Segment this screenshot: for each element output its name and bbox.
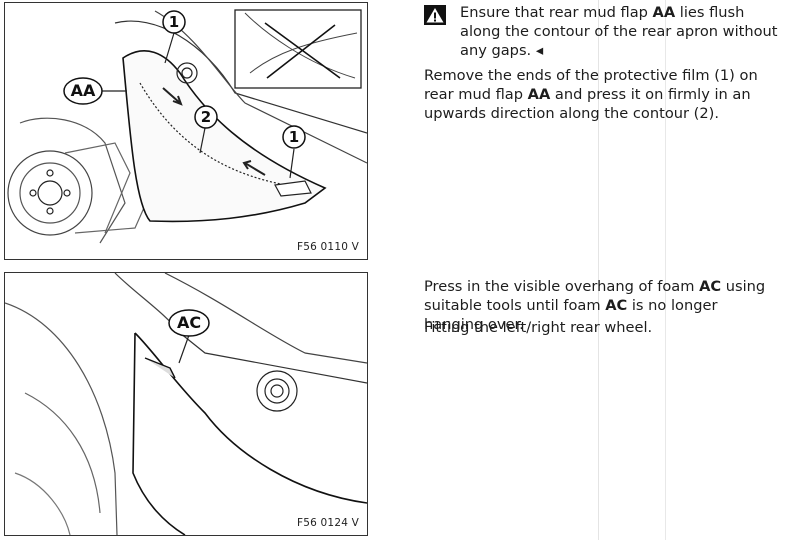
- instruction-fit-wheel: Fitting the left/right rear wheel.: [424, 319, 653, 336]
- callout-1: 1: [168, 13, 180, 31]
- warning-text: Ensure that rear mud flap AA lies flush …: [460, 4, 778, 59]
- callout-ac: AC: [176, 313, 202, 332]
- scan-line: [598, 0, 599, 540]
- warning-triangle-icon: [424, 5, 446, 25]
- inset-incorrect-fit: [234, 9, 362, 89]
- figure-code: F56 0124 V: [297, 517, 359, 529]
- callout-1: 1: [288, 128, 300, 146]
- figure-code: F56 0110 V: [297, 241, 359, 253]
- foam-drawing: [5, 273, 367, 535]
- illustration-foam-overhang: AC F56 0124 V: [4, 272, 368, 536]
- illustration-mud-flap-fitting: AA 1 2 1 F56 0110 V: [4, 2, 368, 260]
- instruction-remove-film: Remove the ends of the protective film (…: [424, 67, 758, 122]
- instruction-press-foam: Press in the visible overhang of foam AC…: [424, 278, 766, 333]
- end-marker-icon: ◂: [535, 42, 544, 59]
- callout-aa: AA: [70, 81, 96, 100]
- scan-line: [665, 0, 666, 540]
- mud-flap-drawing: [7, 9, 367, 244]
- warning-note: Ensure that rear mud flap AA lies flush …: [424, 3, 784, 60]
- callout-2: 2: [200, 108, 212, 126]
